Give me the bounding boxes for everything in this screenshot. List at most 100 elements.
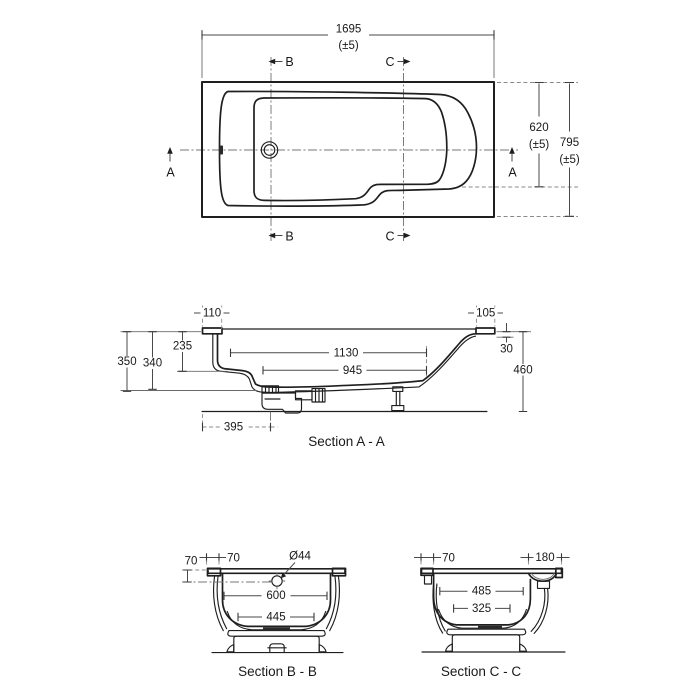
svg-text:395: 395 (224, 421, 243, 433)
dim-depth-340: 340 (140, 331, 165, 390)
rim-cap-left (206, 567, 222, 577)
waste-hole-outer (260, 141, 279, 159)
dim-waste-depth-70: 70 (182, 556, 271, 583)
svg-text:C: C (385, 230, 394, 244)
base-box (451, 634, 521, 652)
section-cc-view: 70 180 485 325 Section C - C (414, 551, 570, 679)
arrow-right-icon (403, 58, 411, 65)
dim-tol-text: (±5) (529, 139, 550, 151)
plinth-lip (446, 628, 527, 636)
dim-width-445: 445 (237, 611, 315, 623)
waste-hole (271, 575, 283, 587)
bath-outer-rim (201, 81, 495, 218)
waste-dome (267, 643, 287, 653)
rim-block-right (475, 327, 496, 335)
plinth-hatch (263, 627, 290, 631)
tub-shell-profile (212, 333, 477, 393)
plinth-lip (227, 630, 326, 637)
svg-text:A: A (508, 166, 517, 180)
dim-ledge-width-180: 180 (520, 551, 570, 568)
svg-text:235: 235 (173, 341, 192, 353)
waste-hole-inner (263, 144, 276, 156)
svg-text:350: 350 (117, 356, 136, 368)
svg-text:C: C (385, 55, 394, 69)
bath-bowl-outline (218, 90, 478, 207)
leg-right (325, 575, 341, 632)
svg-text:70: 70 (227, 553, 240, 565)
svg-text:180: 180 (535, 552, 554, 564)
leg-right (530, 587, 549, 634)
svg-text:105: 105 (476, 308, 495, 320)
marker-b-top: B (268, 55, 294, 69)
marker-c-top: C (385, 55, 411, 69)
svg-text:340: 340 (143, 358, 162, 370)
dim-rim-right-105: 105 (468, 305, 503, 327)
arrow-up-icon (509, 147, 515, 154)
plinth-hatch (478, 625, 502, 630)
svg-text:B: B (285, 55, 293, 69)
marker-a-right: A (508, 147, 517, 180)
ledge-dip-inner (531, 573, 555, 580)
marker-b-bottom: B (268, 230, 294, 244)
svg-text:945: 945 (343, 365, 362, 377)
dim-length-1130: 1130 (229, 346, 428, 378)
section-cc-title: Section C - C (441, 664, 522, 679)
arrow-right-icon (403, 232, 411, 239)
svg-text:70: 70 (185, 556, 198, 568)
dim-width-485: 485 (439, 585, 524, 598)
base-box (233, 635, 320, 653)
overflow-marker (219, 145, 223, 155)
dim-text: 620 (529, 122, 548, 134)
waste-trap (261, 385, 326, 414)
svg-text:485: 485 (472, 586, 491, 598)
marker-a-left: A (166, 147, 175, 180)
svg-text:325: 325 (472, 603, 491, 615)
section-bb-view: Ø44 70 70 600 445 Sect (182, 551, 347, 679)
bracket-right (536, 580, 551, 589)
bowl-profile (432, 572, 532, 626)
foot-right (519, 643, 528, 652)
svg-text:A: A (166, 166, 175, 180)
dim-tol-text: (±5) (338, 40, 359, 52)
dim-width-600: 600 (223, 590, 328, 602)
dim-length-945: 945 (262, 364, 428, 377)
foot-right (318, 643, 327, 653)
dim-lip-30: 30 (496, 323, 514, 356)
section-aa-view: 110 105 350 340 235 (115, 305, 537, 449)
dim-rim-width-70: 70 (199, 553, 240, 567)
support-leg (391, 386, 405, 412)
arrow-left-icon (268, 232, 276, 239)
dim-depth-350: 350 (115, 331, 139, 392)
dim-waste-dia: Ø44 (280, 551, 311, 579)
svg-text:445: 445 (266, 611, 285, 623)
dim-tol-text: (±5) (559, 154, 580, 166)
rim-bar (420, 567, 563, 575)
dim-length-1695: 1695 (±5) (201, 24, 495, 78)
svg-text:Ø44: Ø44 (289, 551, 311, 563)
rim-block-left (201, 327, 223, 335)
svg-text:70: 70 (442, 553, 455, 565)
plan-view: 1695 (±5) 620 (±5) 795 (±5) B C (166, 24, 580, 244)
dim-overall-width-795: 795 (±5) (497, 81, 580, 217)
dim-inner-width-620: 620 (±5) (462, 81, 578, 188)
svg-text:600: 600 (266, 590, 285, 602)
foot-left (226, 643, 235, 653)
section-bb-title: Section B - B (238, 664, 317, 679)
dim-height-460: 460 (509, 331, 537, 413)
dim-rim-left-110: 110 (194, 305, 230, 332)
foot-left (444, 643, 453, 652)
rim-cap-right (331, 567, 347, 577)
arrow-icon (280, 572, 287, 579)
marker-c-bottom: C (385, 230, 411, 244)
dim-text: 795 (560, 137, 579, 149)
dim-rim-width-70: 70 (414, 553, 455, 567)
svg-text:110: 110 (203, 308, 221, 320)
dim-width-325: 325 (453, 602, 511, 615)
dim-text: 1695 (336, 24, 362, 36)
svg-text:1130: 1130 (334, 347, 359, 359)
leg-left (212, 575, 228, 632)
bowl-profile (221, 572, 332, 628)
svg-text:30: 30 (500, 344, 513, 356)
dim-seat-235: 235 (170, 331, 195, 372)
